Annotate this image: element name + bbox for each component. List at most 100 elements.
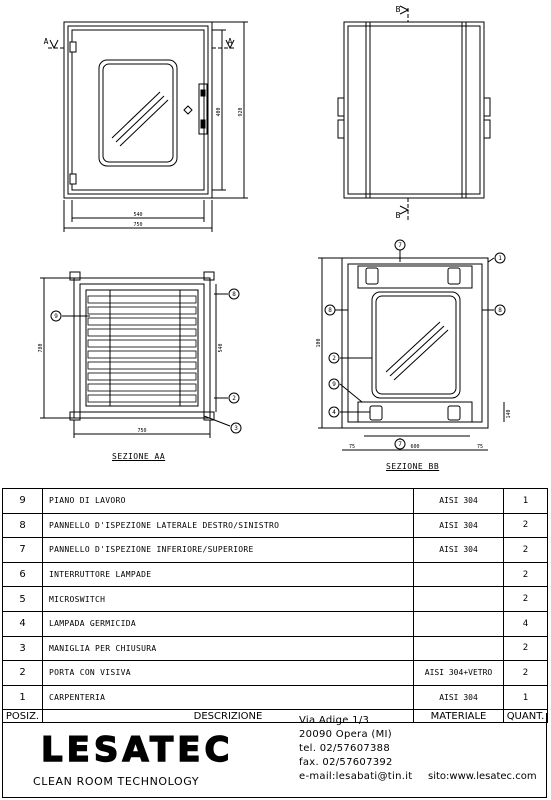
callout-7: 7 (398, 441, 402, 448)
callout-2: 2 (232, 395, 236, 402)
row-material: AISI 304 (413, 537, 504, 563)
callout-1: 1 (498, 255, 502, 262)
section-aa-label: SEZIONE AA (112, 452, 166, 461)
row-material: AISI 304 (413, 684, 504, 711)
dim-aa-depth-inner: 540 (218, 343, 224, 352)
header-desc: DESCRIZIONE (42, 709, 414, 724)
callout-8: 8 (232, 291, 236, 298)
row-description: PANNELLO D'ISPEZIONE LATERALE DESTRO/SIN… (42, 512, 414, 539)
row-material (413, 635, 504, 662)
header-qty: QUANT. (503, 709, 548, 724)
lesatec-logo: LESATEC (41, 733, 233, 767)
bom-header-row: POSIZ. DESCRIZIONE MATERIALE QUANT. (2, 709, 548, 724)
callout-circle (394, 438, 406, 450)
dim-bb-bottom: 100 (316, 338, 322, 347)
phone: tel. 02/57607388 (299, 743, 391, 754)
side-view (337, 5, 491, 220)
dim-bb-right-small: 140 (506, 409, 512, 418)
callout-2: 2 (332, 355, 336, 362)
callout-7: 7 (398, 242, 402, 249)
row-description: LAMPADA GERMICIDA (42, 610, 414, 637)
row-material (413, 610, 504, 637)
row-position: 2 (2, 660, 43, 686)
callout-4: 4 (332, 409, 336, 416)
row-material: AISI 304+VETRO (413, 660, 504, 686)
row-quantity: 2 (503, 512, 548, 539)
technical-drawing: 9 8 2 3 7 1 8 8 2 9 4 7 A A B B 540 750 … (38, 5, 512, 451)
row-description: INTERRUTTORE LAMPADE (42, 561, 414, 588)
row-quantity: 2 (503, 537, 548, 563)
section-mark-a-left: A (44, 37, 49, 46)
row-description: CARPENTERIA (42, 684, 414, 711)
row-position: 3 (2, 635, 43, 662)
dim-bb-side-right: 75 (477, 444, 483, 450)
section-mark-a-right: A (228, 37, 233, 46)
callout-circle (50, 310, 62, 322)
email: e-mail:lesabati@tin.it (299, 771, 413, 782)
row-quantity: 2 (503, 635, 548, 662)
row-material: AISI 304 (413, 488, 504, 514)
dim-front-width: 750 (133, 222, 142, 228)
callout-circle (228, 288, 240, 300)
row-description: PANNELLO D'ISPEZIONE INFERIORE/SUPERIORE (42, 537, 414, 563)
callout-circle (328, 378, 340, 390)
row-position: 4 (2, 610, 43, 637)
row-position: 1 (2, 684, 43, 711)
callout-circle (324, 304, 336, 316)
section-mark-b-bottom: B (396, 211, 401, 220)
address-line-1: Via Adige 1/3 (299, 715, 370, 726)
row-quantity: 1 (503, 488, 548, 514)
svg-text:LESATEC: LESATEC (41, 733, 233, 767)
row-position: 6 (2, 561, 43, 588)
row-material (413, 561, 504, 588)
row-description: MANIGLIA PER CHIUSURA (42, 635, 414, 662)
callout-circle (494, 252, 506, 264)
dim-bb-side-left: 75 (349, 444, 355, 450)
website: sito:www.lesatec.com (428, 771, 537, 782)
dim-aa-depth: 780 (38, 343, 44, 352)
section-bb-label: SEZIONE BB (386, 462, 440, 471)
row-quantity: 1 (503, 684, 548, 711)
callout-circle (494, 304, 506, 316)
callout-circle (394, 239, 406, 251)
row-quantity: 2 (503, 586, 548, 612)
section-aa-view (40, 271, 231, 438)
callout-circle (328, 406, 340, 418)
callout-8: 8 (498, 307, 502, 314)
row-position: 5 (2, 586, 43, 612)
front-view (48, 21, 248, 232)
row-position: 9 (2, 488, 43, 514)
callout-circle (328, 352, 340, 364)
section-mark-b-top: B (396, 5, 401, 14)
row-quantity: 2 (503, 660, 548, 686)
dim-front-inner-width: 540 (133, 212, 142, 218)
dim-front-height: 920 (238, 107, 244, 116)
row-quantity: 2 (503, 561, 548, 588)
callout-8: 8 (328, 307, 332, 314)
address-line-2: 20090 Opera (MI) (299, 729, 392, 740)
company-tagline: CLEAN ROOM TECHNOLOGY (33, 775, 200, 788)
section-bb-view (318, 250, 505, 451)
row-position: 7 (2, 537, 43, 563)
callout-3: 3 (234, 425, 238, 432)
row-quantity: 4 (503, 610, 548, 637)
callout-9: 9 (332, 381, 336, 388)
callout-circle (230, 422, 242, 434)
row-description: PIANO DI LAVORO (42, 488, 414, 514)
row-description: MICROSWITCH (42, 586, 414, 612)
row-material (413, 586, 504, 612)
row-description: PORTA CON VISIVA (42, 660, 414, 686)
callout-circle (228, 392, 240, 404)
dim-aa-width: 750 (137, 428, 146, 434)
dim-front-height-inner: 400 (216, 107, 222, 116)
